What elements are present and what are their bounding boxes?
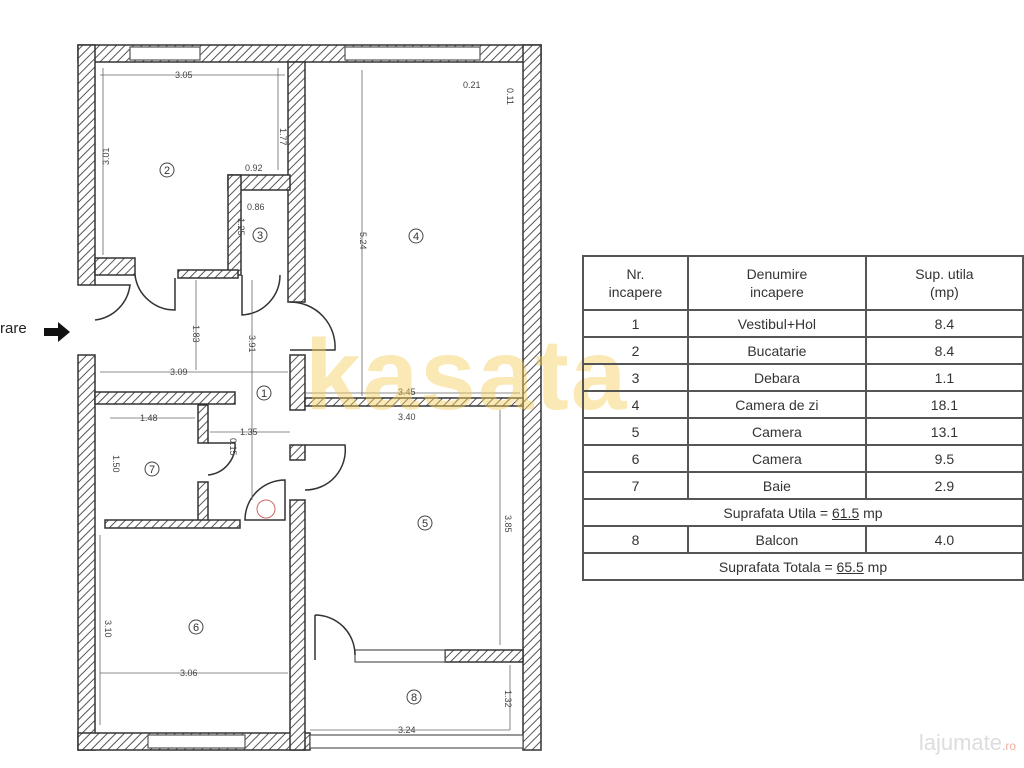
- dim-label: 3.24: [398, 725, 416, 735]
- room-number-8: 8: [411, 692, 417, 704]
- cell-area: 8.4: [864, 309, 1024, 338]
- totala-cell: Suprafata Totala = 65.5 mp: [582, 552, 1024, 581]
- room-numbers: [144, 162, 433, 705]
- dim-label: 3.05: [175, 70, 193, 80]
- utila-row: Suprafata Utila = 61.5 mp: [582, 498, 1024, 527]
- site-logo-tld: .ro: [1001, 739, 1016, 753]
- cell-nr: 5: [582, 417, 689, 446]
- utila-value: 61.5: [831, 504, 860, 521]
- dim-label: 1.48: [140, 413, 158, 423]
- dimension-lines: [99, 68, 520, 731]
- entry-label: rare: [0, 320, 27, 337]
- cell-nr: 4: [582, 390, 689, 419]
- dim-label: 3.91: [247, 335, 257, 353]
- dim-label: 1.50: [111, 455, 121, 473]
- cell-nr: 2: [582, 336, 689, 365]
- dim-label: 0.15: [228, 438, 238, 456]
- cell-area: 9.5: [864, 444, 1024, 473]
- dim-label: 1.32: [503, 690, 513, 708]
- cell-area: 18.1: [864, 390, 1024, 419]
- dim-label: 3.09: [170, 367, 188, 377]
- site-logo-name: lajumate: [918, 730, 1002, 755]
- cell-nr: 1: [582, 309, 689, 338]
- header-nr: Nr. incapere: [582, 255, 689, 311]
- room-area-table: Nr. incapere Denumire incapere Sup. util…: [582, 255, 1024, 581]
- dim-label: 0.11: [505, 88, 515, 105]
- watermark: kasata: [305, 319, 629, 431]
- dim-label: 5.24: [358, 232, 368, 250]
- cell-nr: 3: [582, 363, 689, 392]
- cell-name: Camera: [687, 417, 867, 446]
- dimension-labels: 3.05 3.01 1.77 0.92 0.86 1.25 0.21 0.11 …: [101, 70, 515, 735]
- dim-label: 1.83: [191, 325, 201, 343]
- entry-arrow-icon: [44, 322, 70, 342]
- room-number-3: 3: [257, 230, 263, 242]
- room-number-7: 7: [149, 464, 155, 476]
- totala-row: Suprafata Totala = 65.5 mp: [582, 552, 1024, 581]
- cell-area: 1.1: [864, 363, 1024, 392]
- cell-area: 4.0: [864, 525, 1024, 554]
- room-number-4: 4: [413, 231, 419, 243]
- dim-label: 0.92: [245, 163, 263, 173]
- totala-value: 65.5: [836, 558, 864, 575]
- dim-label: 3.06: [180, 668, 198, 678]
- dim-label: 3.45: [398, 387, 416, 397]
- cell-name: Debara: [687, 363, 867, 392]
- cell-name: Camera: [687, 444, 867, 473]
- table-header-row: Nr. incapere Denumire incapere Sup. util…: [582, 255, 1024, 311]
- doors: [94, 274, 356, 660]
- dim-label: 3.85: [503, 515, 513, 533]
- cell-nr: 6: [582, 444, 689, 473]
- utila-label: Suprafata Utila =: [723, 504, 832, 521]
- dim-label: 3.01: [101, 147, 111, 165]
- room-number-5: 5: [422, 518, 428, 530]
- cell-nr: 7: [582, 471, 689, 500]
- dim-label: 1.77: [278, 128, 288, 146]
- windows: [129, 46, 524, 749]
- dim-label: 0.21: [463, 80, 481, 90]
- totala-label: Suprafata Totala =: [718, 558, 837, 575]
- header-name: Denumire incapere: [687, 255, 867, 311]
- site-logo: lajumate.ro: [919, 730, 1016, 756]
- dim-label: 3.40: [398, 412, 416, 422]
- dim-label: 3.10: [103, 620, 113, 638]
- cell-name: Camera de zi: [687, 390, 867, 419]
- walls: [77, 44, 542, 751]
- cell-name: Baie: [687, 471, 867, 500]
- header-area: Sup. utila (mp): [864, 255, 1024, 311]
- cell-name: Balcon: [687, 525, 867, 554]
- totala-unit: mp: [863, 558, 888, 575]
- dim-label: 0.86: [247, 202, 265, 212]
- cell-nr: 8: [582, 525, 689, 554]
- room-number-6: 6: [193, 622, 199, 634]
- dim-label: 1.35: [240, 427, 258, 437]
- dim-label: 1.25: [236, 218, 246, 236]
- cell-name: Bucatarie: [687, 336, 867, 365]
- utila-cell: Suprafata Utila = 61.5 mp: [582, 498, 1024, 527]
- cell-area: 13.1: [864, 417, 1024, 446]
- cell-area: 2.9: [864, 471, 1024, 500]
- cell-name: Vestibul+Hol: [687, 309, 867, 338]
- cell-area: 8.4: [864, 336, 1024, 365]
- room-number-1: 1: [261, 388, 267, 400]
- room-number-2: 2: [164, 165, 170, 177]
- utila-unit: mp: [859, 504, 883, 521]
